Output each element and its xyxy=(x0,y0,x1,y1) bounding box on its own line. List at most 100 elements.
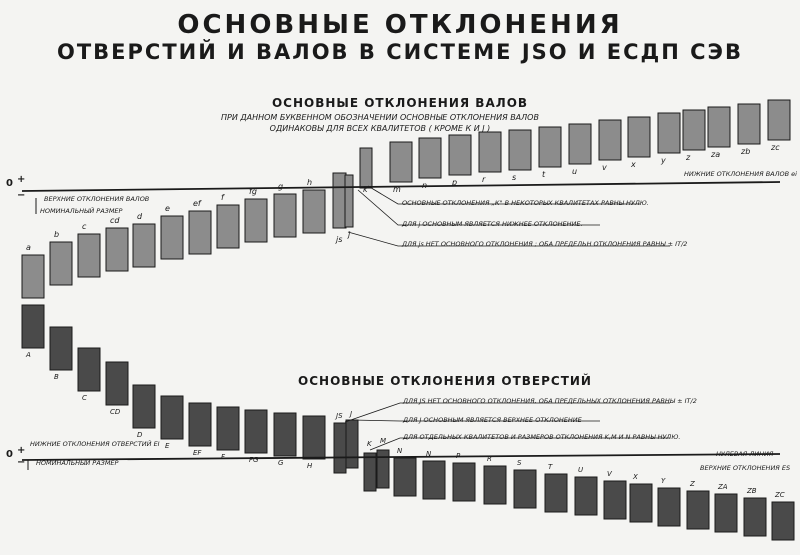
hole-bar-C xyxy=(77,347,101,392)
shaft-nominal-label: НОМИНАЛЬНЫЙ РАЗМЕР xyxy=(40,207,123,215)
hole-label-H: H xyxy=(307,462,313,470)
hole-label-F: F xyxy=(221,453,226,461)
shaft-label-zc: zc xyxy=(770,143,780,152)
hole-bar-B xyxy=(49,326,73,371)
hole-label-N-3: N xyxy=(426,450,432,458)
hole-bar-N-2 xyxy=(393,457,417,497)
hole-label-ZB-14: ZB xyxy=(746,487,757,495)
shaft-bar-h xyxy=(302,189,326,234)
hole-label-CD: CD xyxy=(110,408,121,416)
hole-zero-mark: 0 xyxy=(6,449,13,460)
shafts-heading: ОСНОВНЫЕ ОТКЛОНЕНИЯ ВАЛОВ xyxy=(271,96,529,110)
hole-label-EF: EF xyxy=(193,449,202,457)
shaft-bar-z xyxy=(682,109,706,151)
shafts-subtitle-1: ПРИ ДАННОМ БУКВЕННОМ ОБОЗНАЧЕНИИ ОСНОВНЫ… xyxy=(221,113,539,122)
shaft-label-f: f xyxy=(221,193,225,202)
shaft-bar-ef xyxy=(188,210,212,255)
shaft-label-za: za xyxy=(710,150,720,159)
shaft-label-fg: fg xyxy=(249,187,257,196)
shaft-bar-n xyxy=(418,137,442,179)
hole-bar-X-10 xyxy=(629,483,653,523)
shaft-bar-s xyxy=(508,129,532,171)
shaft-minus-sign: − xyxy=(17,190,26,201)
shaft-bar-t xyxy=(538,126,562,168)
note-hole-kmn: ДЛЯ ОТДЕЛЬНЫХ КВАЛИТЕТОВ И РАЗМЕРОВ ОТКЛ… xyxy=(403,433,681,441)
hole-bar-CD xyxy=(105,361,129,406)
hole-bar-j xyxy=(345,419,359,469)
hole-lower-dev-label: НИЖНИЕ ОТКЛОНЕНИЯ ОТВЕРСТИЙ EI xyxy=(30,440,160,448)
shaft-label-k: k xyxy=(363,185,368,194)
shaft-label-v: v xyxy=(602,163,607,172)
shaft-label-t: t xyxy=(542,170,546,179)
shaft-note-leader-2 xyxy=(347,231,670,247)
hole-bar-T-7 xyxy=(544,473,568,513)
shaft-label-c: c xyxy=(82,222,87,231)
hole-bar-js xyxy=(333,422,347,474)
shaft-label-cd: cd xyxy=(110,216,120,225)
shaft-plus-sign: + xyxy=(17,174,26,185)
shaft-label-js: js xyxy=(335,235,342,244)
hole-note-leader-0 xyxy=(344,402,670,423)
hole-bar-P-4 xyxy=(452,462,476,502)
hole-bar-Z-12 xyxy=(686,490,710,530)
note-hole-j: ДЛЯ J ОСНОВНЫМ ЯВЛЯЕТСЯ ВЕРХНЕЕ ОТКЛОНЕН… xyxy=(403,416,582,424)
shaft-bar-zc xyxy=(767,99,791,141)
hole-bar-D xyxy=(132,384,156,429)
hole-bar-H xyxy=(302,415,326,460)
hole-label-Y-11: Y xyxy=(661,477,666,485)
main-title-line1: ОСНОВНЫЕ ОТКЛОНЕНИЯ xyxy=(177,10,623,40)
hole-bar-Y-11 xyxy=(657,487,681,527)
hole-label-B: B xyxy=(54,373,59,381)
main-title-line2: ОТВЕРСТИЙ И ВАЛОВ В СИСТЕМЕ JSO И ЕСДП С… xyxy=(57,40,743,64)
shaft-label-g: g xyxy=(278,182,283,191)
shaft-bar-k xyxy=(359,147,373,189)
shaft-label-y: y xyxy=(660,156,666,165)
shaft-label-j: j xyxy=(347,230,351,239)
hole-bar-G xyxy=(273,412,297,457)
hole-plus-sign: + xyxy=(17,445,26,456)
hole-label-U-8: U xyxy=(578,466,583,474)
hole-label-R-5: R xyxy=(487,455,492,463)
hole-bar-ZB-14 xyxy=(743,497,767,537)
hole-bar-M-1 xyxy=(376,449,390,489)
shaft-bar-y xyxy=(657,112,681,154)
note-shaft-k: ОСНОВНЫЕ ОТКЛОНЕНИЯ „К" В НЕКОТОРЫХ КВАЛ… xyxy=(402,199,649,207)
hole-label-M-1: M xyxy=(380,437,386,445)
hole-label-Z-12: Z xyxy=(689,480,695,488)
shaft-label-s: s xyxy=(512,173,516,182)
shaft-bar-u xyxy=(568,123,592,165)
shaft-label-p: p xyxy=(451,178,457,187)
shaft-label-e: e xyxy=(165,204,170,213)
shaft-note-leader-0 xyxy=(367,185,640,205)
shaft-label-b: b xyxy=(54,230,59,239)
shaft-label-ef: ef xyxy=(193,199,202,208)
shaft-label-d: d xyxy=(137,212,143,221)
hole-label-X-10: X xyxy=(632,473,638,481)
hole-zero-line xyxy=(21,453,781,461)
hole-bar-ZA-13 xyxy=(714,493,738,533)
zero-line-label: НУЛЕВАЯ ЛИНИЯ xyxy=(716,450,774,458)
shaft-bar-js xyxy=(332,172,347,229)
shaft-lower-dev-label: НИЖНИЕ ОТКЛОНЕНИЯ ВАЛОВ ei xyxy=(684,170,797,178)
hole-bar-A xyxy=(21,304,45,349)
hole-label-N-2: N xyxy=(397,447,403,455)
hole-label-T-7: T xyxy=(548,463,553,471)
hole-label-A: A xyxy=(25,351,31,359)
hole-label-G: G xyxy=(278,459,284,467)
shaft-note-leader-1 xyxy=(357,189,600,226)
hole-minus-sign: − xyxy=(17,457,26,468)
hole-label-js: JS xyxy=(334,412,343,420)
hole-bar-K-0 xyxy=(363,452,377,492)
hole-nominal-label: НОМИНАЛЬНЫЙ РАЗМЕР xyxy=(36,459,119,467)
shaft-bar-a xyxy=(21,254,45,299)
hole-label-E: E xyxy=(165,442,170,450)
hole-bar-FG xyxy=(244,409,268,454)
shaft-bar-za xyxy=(707,106,731,148)
hole-label-ZC-15: ZC xyxy=(774,491,785,499)
note-hole-js: ДЛЯ JS НЕТ ОСНОВНОГО ОТКЛОНЕНИЯ, ОБА ПРЕ… xyxy=(403,397,697,405)
hole-bar-U-8 xyxy=(574,476,598,516)
shaft-label-zb: zb xyxy=(740,147,750,156)
shaft-bar-p xyxy=(448,134,472,176)
hole-bar-ZC-15 xyxy=(771,501,795,541)
